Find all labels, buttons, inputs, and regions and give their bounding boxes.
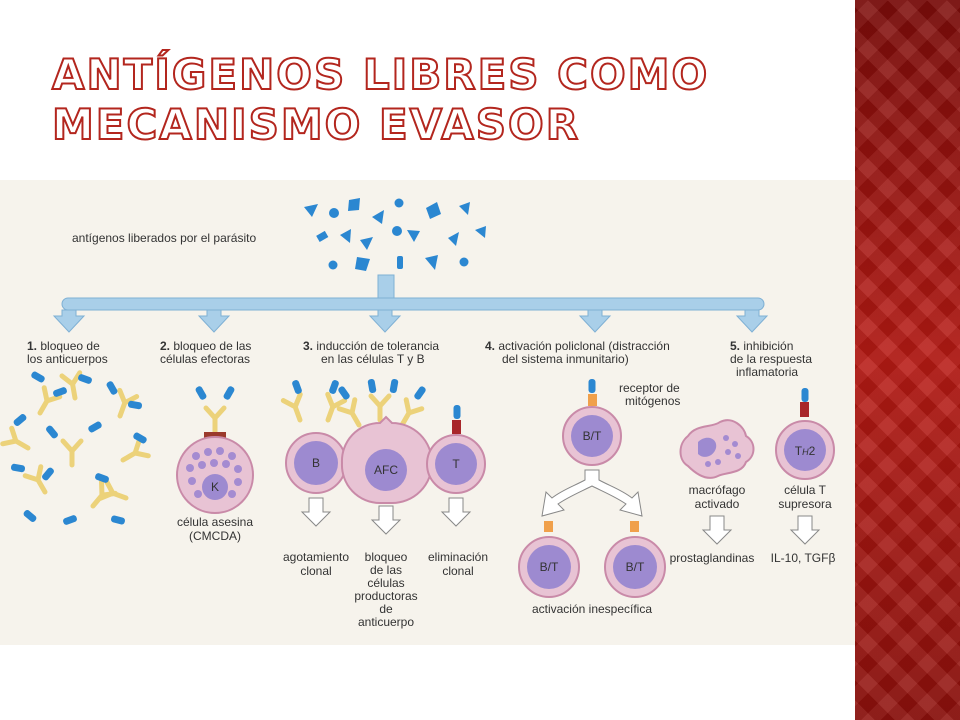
mechanism-1-line-2: los anticuerpos bbox=[27, 352, 108, 366]
t-cell-nucleus bbox=[435, 443, 477, 485]
svg-text:2. bloqueo de las: 2. bloqueo de las bbox=[160, 339, 251, 353]
th2-main-letter: T bbox=[795, 444, 803, 458]
mechanism-5-heading: 5. inhibición de la respuesta inflamator… bbox=[730, 339, 812, 379]
th2-receptor bbox=[800, 402, 809, 417]
split-arrow bbox=[541, 469, 643, 517]
th2-number: 2 bbox=[809, 444, 816, 458]
block-caption-line-6: anticuerpo bbox=[358, 615, 414, 629]
th2-cell-nucleus bbox=[784, 429, 826, 471]
mechanism-2-line-2: células efectoras bbox=[160, 352, 250, 366]
immune-evasion-diagram: antígenos liberados por el parásito 1. b… bbox=[0, 198, 836, 629]
mechanism-4-heading: 4. activación policlonal (distracción de… bbox=[485, 339, 670, 366]
svg-text:5. inhibición: 5. inhibición bbox=[730, 339, 793, 353]
receptor-caption-line-2: mitógenos bbox=[625, 394, 680, 408]
t-cell-outcome-arrow bbox=[440, 497, 472, 527]
suppressor-caption-line-2: supresora bbox=[778, 497, 832, 511]
nonspecific-activation-caption: activación inespecífica bbox=[532, 602, 652, 616]
th2-outcome-arrow bbox=[789, 515, 821, 545]
bt-cell-main-nucleus bbox=[571, 415, 613, 457]
immune-evasion-figure: antígenos liberados por el parásito 1. b… bbox=[0, 180, 855, 645]
mechanism-3-number: 3. bbox=[303, 339, 313, 353]
mechanism-1-heading: 1. bloqueo de los anticuerpos bbox=[27, 339, 108, 366]
killer-cell-label: K bbox=[211, 480, 219, 494]
killer-cell-caption-line-2: (CMCDA) bbox=[189, 529, 241, 543]
killer-cell-group: K célula asesina (CMCDA) bbox=[176, 385, 254, 543]
blocked-antibodies-cluster bbox=[3, 370, 149, 526]
svg-text:3. inducción de tolerancia: 3. inducción de tolerancia bbox=[303, 339, 439, 353]
svg-text:1. bloqueo de: 1. bloqueo de bbox=[27, 339, 100, 353]
mechanism-3-line-1: inducción de tolerancia bbox=[316, 339, 439, 353]
mechanism-1-number: 1. bbox=[27, 339, 37, 353]
macrophage-outcome-arrow bbox=[701, 515, 733, 545]
b-cell-label: B bbox=[312, 456, 320, 470]
slide-title-line-1: ANTÍGENOS LIBRES COMO bbox=[51, 49, 710, 100]
bt-cell-right-label: B/T bbox=[626, 560, 645, 574]
macrophage-granules bbox=[705, 435, 741, 467]
b-cell-outcome-arrow bbox=[300, 497, 332, 527]
bt-cell-main-label: B/T bbox=[583, 429, 602, 443]
mechanism-5-line-3: inflamatoria bbox=[736, 365, 798, 379]
free-antigens-label: antígenos liberados por el parásito bbox=[72, 231, 256, 245]
exhaustion-caption-line-1: agotamiento bbox=[283, 550, 349, 564]
bt-cell-right-nucleus bbox=[613, 545, 657, 589]
macrophage-caption-line-2: activado bbox=[695, 497, 740, 511]
bt-cell-left-label: B/T bbox=[540, 560, 559, 574]
t-cell-label: T bbox=[452, 457, 460, 471]
suppressor-caption-line-1: célula T bbox=[784, 483, 826, 497]
block-caption-line-4: productoras bbox=[354, 589, 417, 603]
t-cell-receptor bbox=[452, 420, 461, 434]
block-caption-line-2: de las bbox=[370, 563, 402, 577]
mitogen-receptor bbox=[588, 394, 597, 406]
free-antigens-cluster bbox=[304, 198, 486, 271]
elimination-caption-line-2: clonal bbox=[442, 564, 473, 578]
block-caption-line-1: bloqueo bbox=[365, 550, 408, 564]
slide-title-line-2: MECANISMO EVASOR bbox=[51, 99, 581, 150]
decorative-side-band bbox=[855, 0, 960, 720]
mechanism-5-line-2: de la respuesta bbox=[730, 352, 812, 366]
b-cell-group: B agotamiento clonal bbox=[283, 379, 349, 578]
slide-title: ANTÍGENOS LIBRES COMO MECANISMO EVASOR bbox=[51, 49, 710, 150]
mechanism-3-line-2: en las células T y B bbox=[321, 352, 425, 366]
cytokines-caption: IL-10, TGFβ bbox=[771, 551, 836, 565]
elimination-caption-line-1: eliminación bbox=[428, 550, 488, 564]
killer-cell-nucleus bbox=[202, 474, 228, 500]
afc-cell-nucleus bbox=[365, 449, 407, 491]
macrophage-nucleus bbox=[698, 437, 717, 457]
distribution-arrows bbox=[52, 274, 769, 333]
prostaglandins-caption: prostaglandinas bbox=[670, 551, 755, 565]
killer-cell-caption-line-1: célula asesina bbox=[177, 515, 253, 529]
mechanism-2-number: 2. bbox=[160, 339, 170, 353]
b-cell-nucleus bbox=[294, 441, 338, 485]
mechanism-4-line-2: del sistema inmunitario) bbox=[502, 352, 629, 366]
t-cell-group: T eliminación clonal bbox=[426, 405, 488, 578]
mitogen-receptor-right bbox=[630, 521, 639, 532]
afc-cell-group: AFC bloqueo de las células productoras d… bbox=[337, 378, 433, 629]
mechanism-5-line-1: inhibición bbox=[743, 339, 793, 353]
killer-cell-granules bbox=[186, 447, 242, 498]
mechanism-1-line-1: bloqueo de bbox=[40, 339, 100, 353]
mechanism-5-number: 5. bbox=[730, 339, 740, 353]
mechanism-4-line-1: activación policlonal (distracción bbox=[498, 339, 669, 353]
macrophage-group: macrófago activado prostaglandinas bbox=[670, 419, 755, 565]
th2-subscript: H bbox=[802, 447, 809, 457]
afc-outcome-arrow bbox=[370, 505, 402, 535]
exhaustion-caption-line-2: clonal bbox=[300, 564, 331, 578]
macrophage-caption-line-1: macrófago bbox=[689, 483, 746, 497]
mechanism-3-heading: 3. inducción de tolerancia en las célula… bbox=[303, 339, 439, 366]
receptor-caption-line-1: receptor de bbox=[619, 381, 680, 395]
macrophage bbox=[679, 419, 755, 479]
mitogen-receptor-left bbox=[544, 521, 553, 532]
afc-cell-label: AFC bbox=[374, 463, 398, 477]
block-caption-line-5: de bbox=[379, 602, 393, 616]
bt-cell-left-nucleus bbox=[527, 545, 571, 589]
polyclonal-activation-group: receptor de mitógenos B/T B/T B/T activa… bbox=[518, 379, 680, 616]
mechanism-2-heading: 2. bloqueo de las células efectoras bbox=[160, 339, 251, 366]
block-caption-line-3: células bbox=[367, 576, 404, 590]
svg-text:4. activación policlonal (dist: 4. activación policlonal (distracción bbox=[485, 339, 670, 353]
th2-cell-label: TH2 bbox=[795, 444, 816, 458]
th2-cell-group: TH2 célula T supresora IL-10, TGFβ bbox=[771, 388, 836, 565]
mechanism-4-number: 4. bbox=[485, 339, 495, 353]
mechanism-2-line-1: bloqueo de las bbox=[173, 339, 251, 353]
